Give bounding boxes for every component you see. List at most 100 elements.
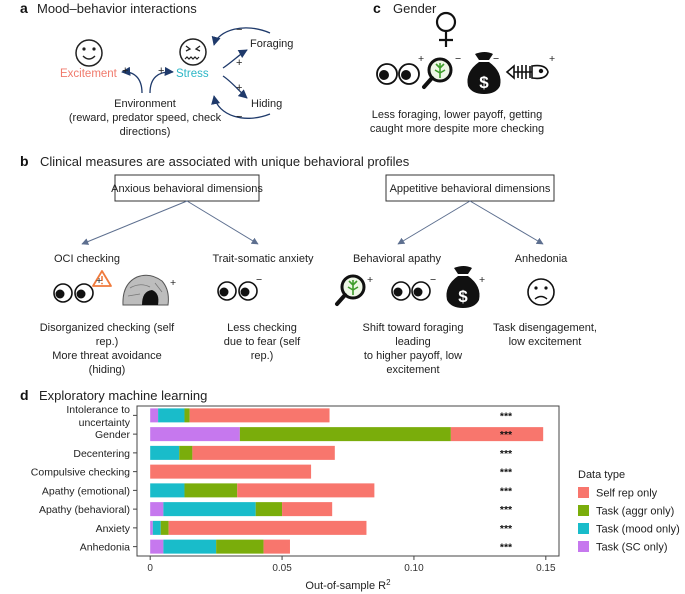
item-behavioral-apathy: Behavioral apathy xyxy=(353,253,442,265)
bar-segment-task-aggr-only--6 xyxy=(160,520,169,535)
anxiety-desc-2: due to fear (self xyxy=(224,336,301,348)
panel-b-title: Clinical measures are associated with un… xyxy=(40,154,410,169)
apathy-desc-3: to higher payoff, low xyxy=(364,350,462,362)
bar-segment-self-rep-only-3 xyxy=(150,464,312,479)
bar-segment-task-aggr-only--7 xyxy=(216,539,264,554)
eyes-icon-oci xyxy=(53,283,94,303)
eyes-icon-apathy xyxy=(391,281,431,301)
bar-segment-task-sc-only--6 xyxy=(150,520,153,535)
magnifier-plant-icon xyxy=(422,57,453,89)
money-bag-icon-apathy: $ xyxy=(446,266,480,308)
panel-a-title: Mood–behavior interactions xyxy=(37,1,197,16)
x-tick-label-3: 0.15 xyxy=(536,563,556,574)
item-oci-checking: OCI checking xyxy=(54,253,120,265)
bar-segment-task-mood-only--4 xyxy=(150,483,185,498)
bar-segment-task-mood-only--2 xyxy=(150,445,180,460)
environment-line-3: directions) xyxy=(120,126,171,138)
sign-oci-cave: + xyxy=(170,277,176,289)
appetitive-dimensions-label: Appetitive behavioral dimensions xyxy=(390,183,551,195)
y-tick-label-3: Compulsive checking xyxy=(31,467,130,479)
panel-label-b: b xyxy=(20,153,29,169)
oci-desc-1: Disorganized checking (self xyxy=(40,322,175,334)
significance-label-7: *** xyxy=(500,542,513,554)
appetitive-dimensions-box xyxy=(385,174,555,202)
arrow-stress-hiding xyxy=(222,75,248,99)
apathy-desc-2: leading xyxy=(395,336,430,348)
foraging-label: Foraging xyxy=(250,38,293,50)
eyes-icon-anxiety xyxy=(217,281,258,301)
arrow-hiding-stress xyxy=(211,95,271,119)
legend-swatch-3 xyxy=(578,541,589,552)
panel-c-caption-line-2: caught more despite more checking xyxy=(370,123,544,135)
magnifier-plant-icon-apathy xyxy=(335,274,366,306)
bar-segment-task-aggr-only--1 xyxy=(239,427,451,442)
significance-label-5: *** xyxy=(500,504,513,516)
item-trait-somatic-anxiety: Trait-somatic anxiety xyxy=(212,253,314,265)
significance-label-2: *** xyxy=(500,448,513,460)
bar-segment-self-rep-only-7 xyxy=(263,539,290,554)
y-tick-label-4: Apathy (emotional) xyxy=(42,485,130,497)
y-tick-label-1: Gender xyxy=(95,429,131,441)
sign-env-stress: + xyxy=(158,65,164,77)
legend-label-1: Task (aggr only) xyxy=(596,506,674,518)
panel-label-c: c xyxy=(373,0,381,16)
sign-c-eyes: + xyxy=(418,53,424,65)
bar-segment-task-mood-only--6 xyxy=(152,520,161,535)
arrow-env-stress xyxy=(149,66,174,94)
hiding-label: Hiding xyxy=(251,98,282,110)
stress-label: Stress xyxy=(176,68,209,80)
bar-segment-task-mood-only--0 xyxy=(158,408,185,423)
chart-x-axis-label: Out-of-sample R2 xyxy=(305,578,391,592)
significance-label-3: *** xyxy=(500,467,513,479)
sign-hide-stress: − xyxy=(236,111,242,123)
sign-stress-hide: + xyxy=(236,82,242,94)
stressed-face-icon xyxy=(179,38,207,66)
bar-segment-self-rep-only-1 xyxy=(450,427,544,442)
bar-segment-task-sc-only--5 xyxy=(150,502,164,517)
legend-label-3: Task (SC only) xyxy=(596,542,668,554)
anxiety-desc-3: rep.) xyxy=(251,350,274,362)
anxious-dimensions-box xyxy=(114,174,260,202)
sad-face-icon xyxy=(527,278,555,306)
legend-swatch-2 xyxy=(578,523,589,534)
svg-text:$: $ xyxy=(458,287,468,306)
sign-stress-forage-top: − xyxy=(236,24,242,36)
sign-oci-warning: + xyxy=(96,275,102,287)
bar-segment-self-rep-only-4 xyxy=(237,483,375,498)
panel-c: c Gender + − $ − xyxy=(370,0,555,135)
panel-d-title: Exploratory machine learning xyxy=(39,388,207,403)
oci-desc-3: More threat avoidance xyxy=(52,350,161,362)
bar-segment-self-rep-only-5 xyxy=(282,502,333,517)
warning-icon xyxy=(92,270,112,287)
significance-label-4: *** xyxy=(500,485,513,497)
sign-stress-forage: + xyxy=(236,57,242,69)
money-bag-icon: $ xyxy=(467,52,501,94)
environment-line-2: (reward, predator speed, check xyxy=(69,112,222,124)
bar-segment-task-aggr-only--0 xyxy=(184,408,190,423)
y-tick-label-2: Decentering xyxy=(73,448,130,460)
y-tick-label-7: Anhedonia xyxy=(80,542,130,554)
bar-segment-task-sc-only--0 xyxy=(150,408,159,423)
bar-segment-self-rep-only-2 xyxy=(192,445,335,460)
apathy-desc-1: Shift toward foraging xyxy=(363,322,464,334)
y-tick-label-6: Anxiety xyxy=(96,523,131,535)
oci-desc-4: (hiding) xyxy=(89,364,126,376)
sign-c-magnifier: − xyxy=(455,53,461,65)
cave-icon xyxy=(122,274,169,306)
arrow-appetitive-apathy xyxy=(397,200,471,245)
panel-d: d Exploratory machine learning Intoleran… xyxy=(20,387,680,592)
happy-face-icon xyxy=(75,39,103,67)
significance-label-6: *** xyxy=(500,523,513,535)
panel-c-title: Gender xyxy=(393,1,437,16)
anhedonia-desc-1: Task disengagement, xyxy=(493,322,597,334)
panel-label-a: a xyxy=(20,0,28,16)
sign-exc-env: + xyxy=(122,65,128,77)
anxious-dimensions-label: Anxious behavioral dimensions xyxy=(111,183,263,195)
anhedonia-desc-2: low excitement xyxy=(509,336,582,348)
arrow-anxious-oci xyxy=(81,200,188,245)
fish-skeleton-icon xyxy=(505,64,549,80)
oci-desc-2: rep.) xyxy=(96,336,119,348)
anxiety-desc-1: Less checking xyxy=(227,322,297,334)
